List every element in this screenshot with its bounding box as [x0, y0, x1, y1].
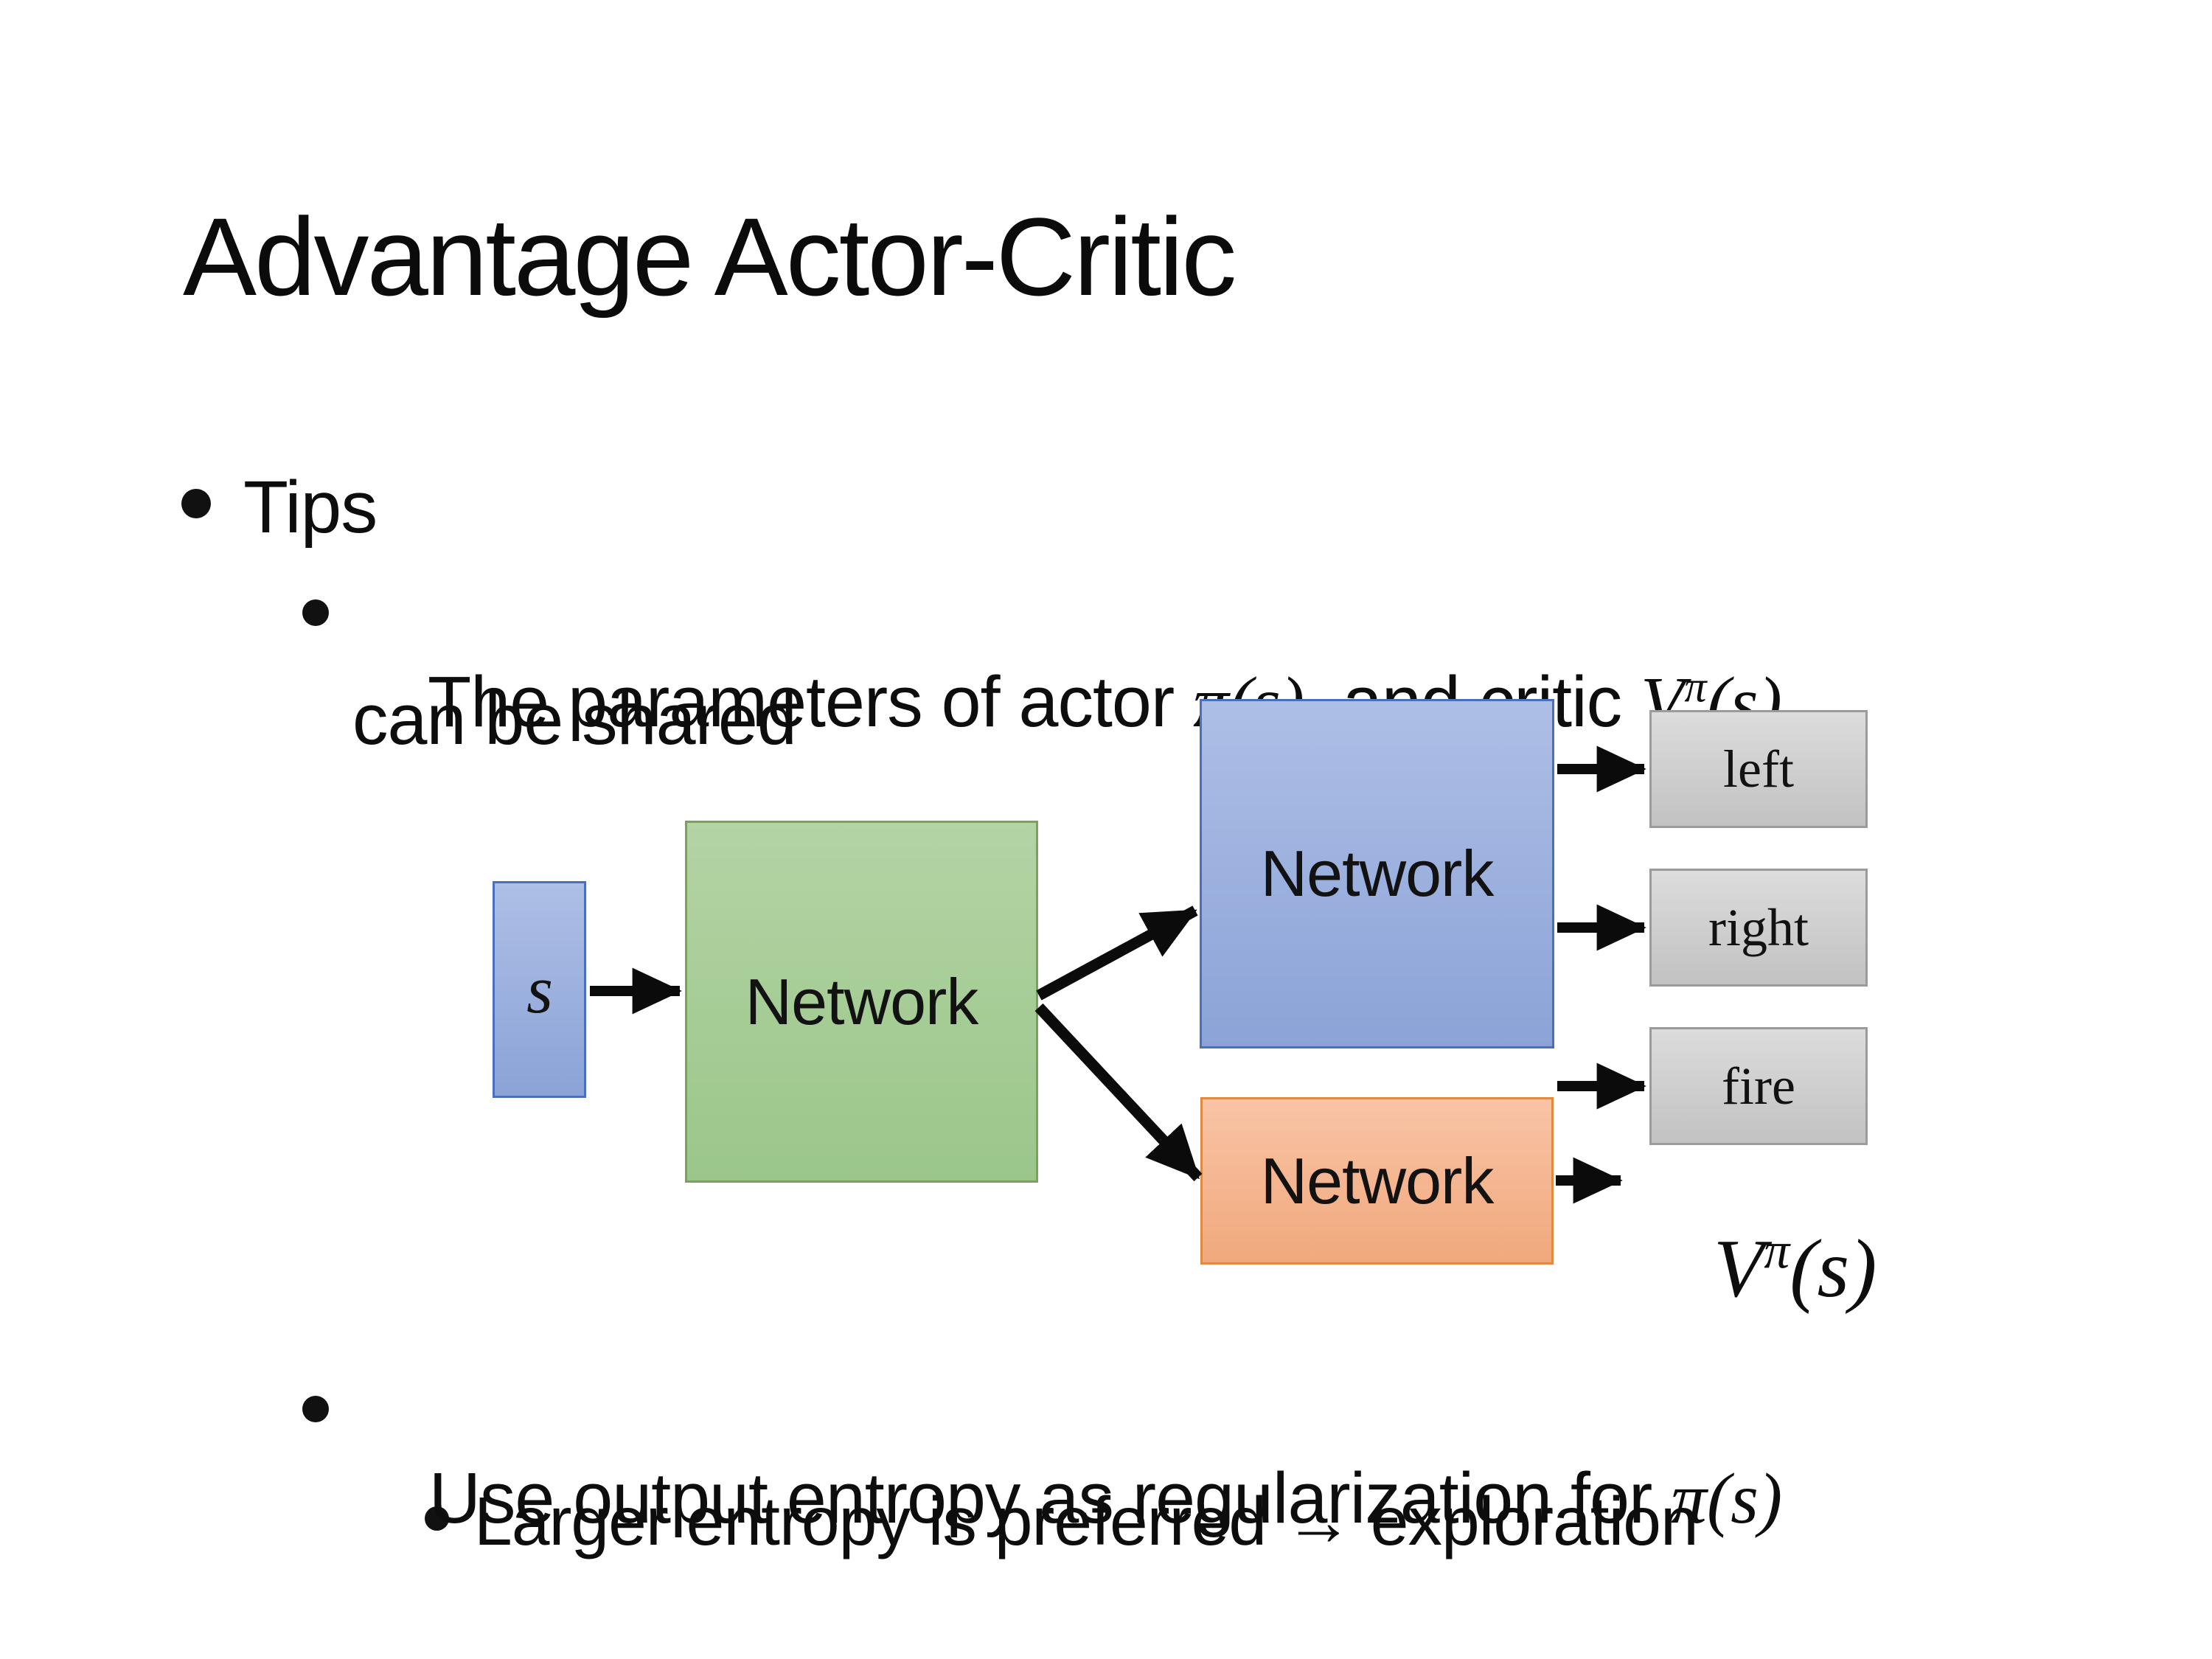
slide-title: Advantage Actor-Critic [183, 195, 1237, 319]
action-label-left: left [1723, 739, 1794, 799]
shared-network-box: Network [685, 821, 1038, 1183]
state-input-label: s [526, 952, 553, 1027]
critic-output-formula: Vπ(s) [1631, 1127, 1877, 1412]
critic-output-v: V [1714, 1223, 1764, 1315]
bullet-entropy: Use output entropy as regularization for… [352, 1370, 1782, 1628]
critic-network-box: Network [1200, 1097, 1554, 1265]
bullet-parameters-pre: The parameters of actor [428, 661, 1194, 742]
action-box-left: left [1649, 710, 1868, 828]
bullet-dot-l1 [181, 489, 211, 518]
arrow-shared-to-actor [1036, 905, 1198, 1001]
action-label-fire: fire [1722, 1056, 1795, 1116]
shared-network-label: Network [745, 964, 979, 1038]
actor-network-label: Network [1260, 837, 1495, 910]
bullet-dot-l3 [425, 1506, 449, 1531]
bullet-parameters-line2: can be shared [352, 679, 797, 759]
bullet-larger-entropy: Larger entropy is preferred → exploratio… [474, 1483, 1699, 1559]
state-input-box: s [493, 881, 586, 1098]
math-pi-s-2: π(s) [1671, 1459, 1783, 1539]
action-box-fire: fire [1649, 1027, 1868, 1145]
action-label-right: right [1708, 897, 1809, 957]
critic-output-args: (s) [1790, 1223, 1877, 1315]
critic-output-sup: π [1764, 1222, 1790, 1280]
actor-network-box: Network [1200, 699, 1554, 1048]
bullet-dot-l2b [302, 1396, 329, 1422]
critic-network-label: Network [1260, 1144, 1495, 1217]
bullet-tips: Tips [243, 466, 378, 549]
math-v-sup: π [1684, 663, 1707, 713]
action-box-right: right [1649, 869, 1868, 987]
bullet-dot-l2a [302, 599, 329, 626]
arrow-shared-to-critic [1034, 1003, 1203, 1182]
bullet-entropy-pre: Use output entropy as regularization for [428, 1458, 1672, 1539]
